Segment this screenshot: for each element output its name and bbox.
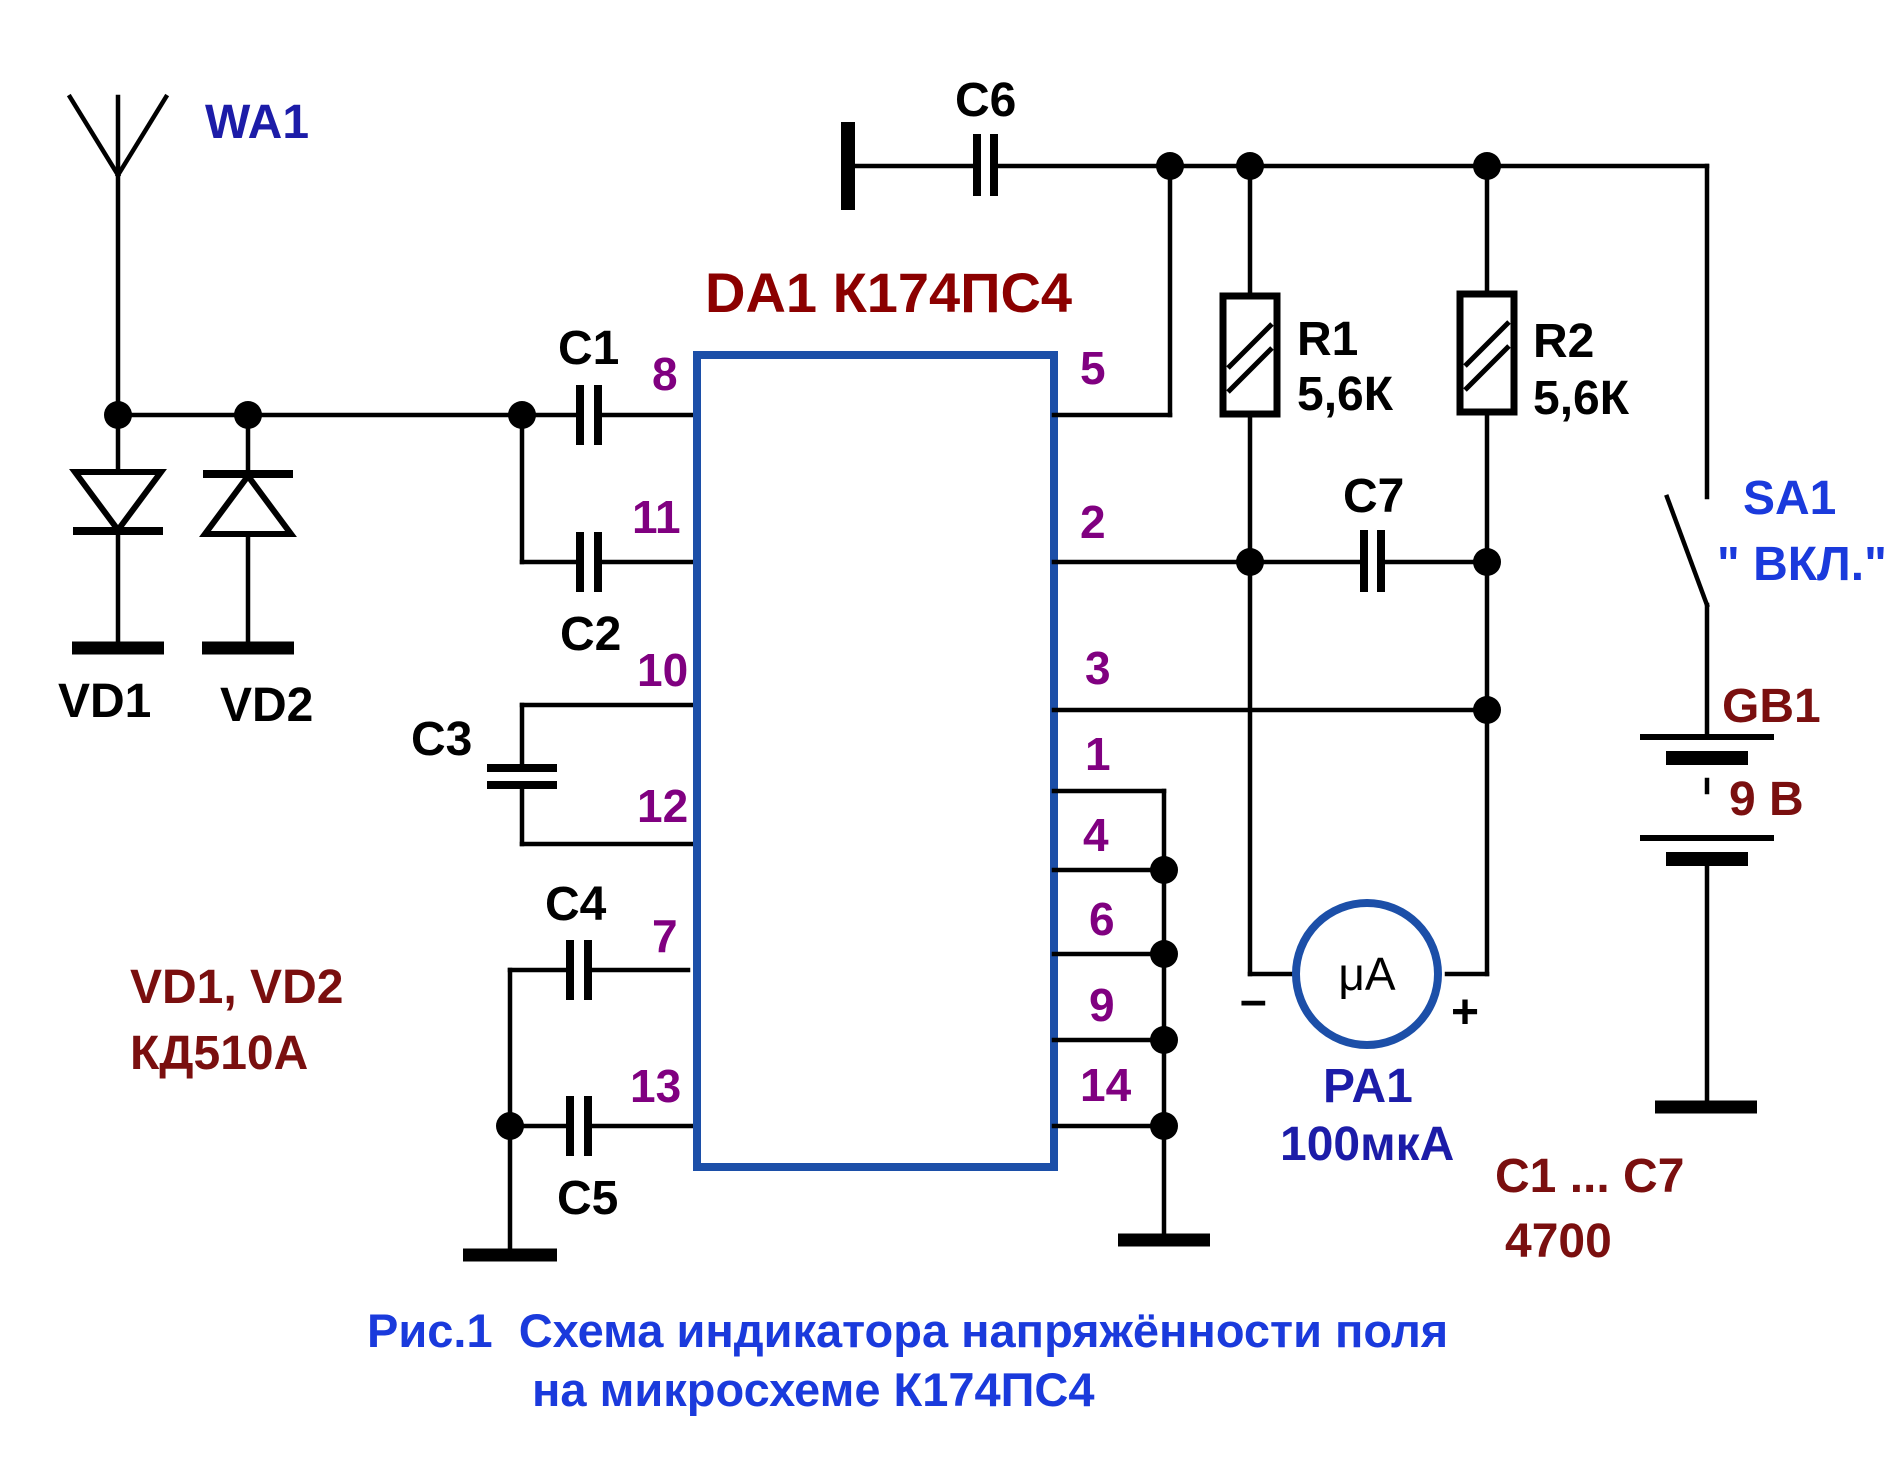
- pin-label: 1: [1085, 728, 1111, 780]
- capacitor-label: C2: [560, 608, 621, 661]
- diode-note-line1: VD1, VD2: [130, 961, 343, 1014]
- antenna-wa1: [66, 93, 170, 418]
- diode-vd1: [69, 412, 167, 655]
- junction-dot: [1150, 856, 1178, 884]
- capacitor-c1: [519, 385, 700, 445]
- capacitor-c3: [487, 702, 700, 847]
- capacitor-c7: [1051, 530, 1490, 592]
- chip-title: DA1 К174ПС4: [705, 261, 1072, 324]
- pin-label: 7: [652, 910, 678, 962]
- ground-bus: [1051, 788, 1210, 1247]
- capacitor-label: C6: [955, 74, 1016, 127]
- pin-label: 8: [652, 348, 678, 400]
- capacitor-label: C5: [557, 1172, 618, 1225]
- resistor-value: 5,6К: [1533, 372, 1630, 425]
- pin-label: 9: [1089, 979, 1115, 1031]
- diode-label: VD2: [220, 679, 313, 732]
- pin-label: 12: [637, 780, 688, 832]
- capacitor-c4: [507, 940, 691, 1000]
- battery-value: 9 В: [1729, 773, 1804, 826]
- junction-dot: [1150, 1112, 1178, 1140]
- pin-label: 10: [637, 644, 688, 696]
- diode-label: VD1: [58, 675, 151, 728]
- meter-minus: –: [1240, 974, 1267, 1027]
- junction-dot: [1150, 940, 1178, 968]
- capacitor-label: C7: [1343, 470, 1404, 523]
- pin-label: 4: [1083, 809, 1109, 861]
- pin-label: 2: [1080, 496, 1106, 548]
- switch-state: " ВКЛ.": [1717, 538, 1887, 591]
- capacitor-c6: [841, 122, 1710, 210]
- pin-label: 13: [630, 1060, 681, 1112]
- meter-plus: +: [1451, 986, 1479, 1039]
- diode-vd2: [199, 412, 297, 655]
- figure-caption-line1: Рис.1 Схема индикатора напряжённости пол…: [367, 1304, 1448, 1357]
- figure-caption-line2: на микросхеме К174ПС4: [532, 1363, 1095, 1416]
- junction-dot: [496, 1112, 524, 1140]
- meter-label: PA1: [1323, 1060, 1413, 1113]
- cap-note-line2: 4700: [1505, 1215, 1612, 1268]
- diode-note-line2: КД510А: [130, 1027, 308, 1080]
- chip-body: [693, 351, 1058, 1171]
- capacitor-label: C4: [545, 878, 607, 931]
- pin-label: 14: [1080, 1059, 1132, 1111]
- resistor-r2: [1444, 163, 1518, 977]
- resistor-label: R2: [1533, 315, 1594, 368]
- capacitor-label: C1: [558, 322, 619, 375]
- junction-dot: [1150, 1026, 1178, 1054]
- battery-label: GB1: [1722, 680, 1821, 733]
- antenna-label: WA1: [205, 96, 309, 149]
- meter-symbol: μА: [1338, 948, 1396, 1000]
- capacitor-label: C3: [411, 713, 472, 766]
- pin-label: 3: [1085, 642, 1111, 694]
- switch-sa1: [1664, 163, 1710, 740]
- junction-dot: [1236, 548, 1264, 576]
- switch-label: SA1: [1743, 472, 1836, 525]
- capacitor-c2: [519, 412, 700, 592]
- junction-dot: [1473, 548, 1501, 576]
- meter-value: 100мкА: [1280, 1118, 1454, 1171]
- junction-dot: [1473, 696, 1501, 724]
- resistor-label: R1: [1297, 313, 1358, 366]
- pin-label: 6: [1089, 893, 1115, 945]
- resistor-r1: [1219, 163, 1295, 977]
- pin-label: 11: [632, 491, 681, 543]
- battery-gb1: [1640, 734, 1774, 1114]
- pin-label: 5: [1080, 342, 1106, 394]
- cap-note-line1: C1 ... C7: [1495, 1150, 1684, 1203]
- microammeter-pa1: [1292, 899, 1442, 1049]
- resistor-value: 5,6К: [1297, 368, 1394, 421]
